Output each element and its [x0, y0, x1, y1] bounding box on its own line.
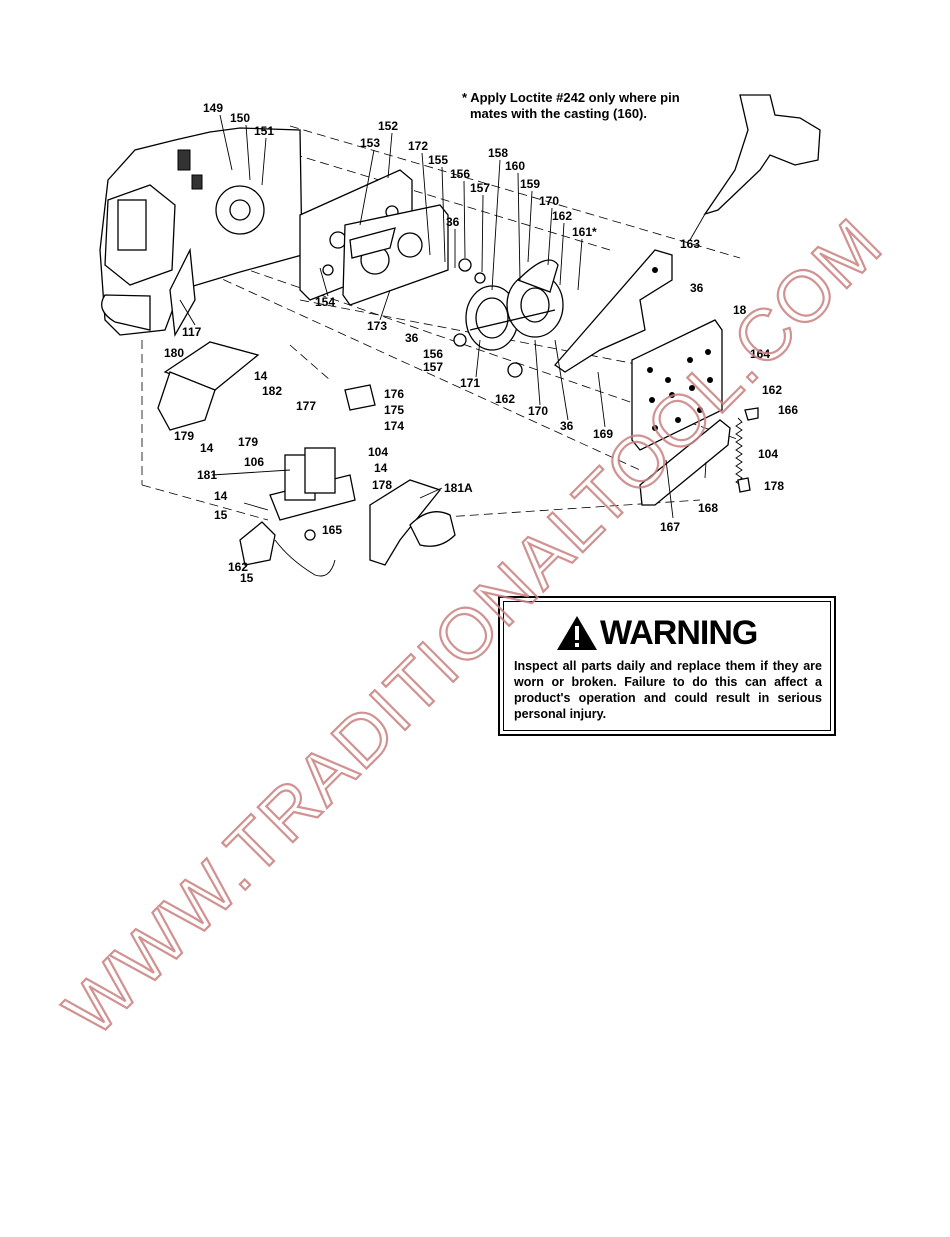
- callout-152: 152: [378, 119, 398, 133]
- callout-161: 161*: [572, 225, 597, 239]
- callout-36c: 36: [405, 331, 419, 345]
- callout-106: 14: [374, 461, 388, 475]
- callout-149: 149: [203, 101, 223, 115]
- callout-36b: 36: [690, 281, 704, 295]
- callout-173: 173: [367, 319, 387, 333]
- callout-168: 167: [660, 520, 680, 534]
- callout-158: 158: [488, 146, 508, 160]
- callout-169: 169: [593, 427, 613, 441]
- callout-162b: 162: [495, 392, 515, 406]
- callout-171: 171: [460, 376, 480, 390]
- loctite-note-line2: mates with the casting (160).: [470, 106, 647, 121]
- callout-15: 15: [240, 571, 254, 585]
- cover-180: [157, 341, 260, 431]
- bracket-163: [554, 249, 673, 373]
- loctite-note: * Apply Loctite #242 only where pin mate…: [462, 90, 722, 122]
- gearbox-housing: [99, 127, 303, 338]
- callout-159: 159: [520, 177, 540, 191]
- callout-150: 150: [230, 111, 250, 125]
- callout-178a: 181: [197, 468, 217, 482]
- callout-166: 166: [778, 403, 798, 417]
- clutch-assembly: [453, 258, 564, 378]
- callout-155: 155: [428, 153, 448, 167]
- callout-181: 14: [214, 489, 228, 503]
- callout-178b: 181A: [444, 481, 473, 495]
- bracket-181: [239, 521, 336, 577]
- casting-top-right: [703, 94, 821, 216]
- warning-inner-border: [503, 601, 831, 731]
- warning-triangle-icon: [557, 616, 597, 650]
- warning-title: WARNING: [600, 614, 758, 652]
- callout-104b: 165: [322, 523, 342, 537]
- callout-14b: 179: [174, 429, 194, 443]
- callout-175: 175: [384, 403, 404, 417]
- callout-36d: 36: [560, 419, 574, 433]
- loctite-note-line1: * Apply Loctite #242 only where pin: [462, 90, 680, 105]
- callout-153: 153: [360, 136, 380, 150]
- callout-151: 151: [254, 124, 274, 138]
- callout-156: 156: [450, 167, 470, 181]
- callout-179a: 14: [200, 441, 214, 455]
- part-callouts: 149 150 151 152 153 172 155 158 160 156 …: [164, 101, 798, 585]
- callout-167: 178: [764, 479, 784, 493]
- callout-162d: 168: [698, 501, 718, 515]
- callout-170b: 170: [528, 404, 548, 418]
- callout-156b: 156: [423, 347, 443, 361]
- callout-174: 174: [384, 419, 404, 433]
- callout-36a: 36: [446, 215, 460, 229]
- callout-18: 18: [733, 303, 747, 317]
- callout-14c: 106: [244, 455, 264, 469]
- callout-182: 182: [262, 384, 282, 398]
- warning-header: WARNING: [556, 612, 758, 654]
- callout-14e: 162: [228, 560, 248, 574]
- warning-body: Inspect all parts daily and replace them…: [514, 659, 822, 721]
- solenoid-assembly: [269, 384, 376, 541]
- callout-165: 104: [758, 447, 778, 461]
- plate-172: [342, 204, 449, 306]
- callout-162: 162: [552, 209, 572, 223]
- callout-177: 177: [296, 399, 316, 413]
- callout-179b: 179: [238, 435, 258, 449]
- callout-180: 180: [164, 346, 184, 360]
- callout-14d: 178: [372, 478, 392, 492]
- elbow-178: [369, 479, 456, 566]
- callout-157: 157: [470, 181, 490, 195]
- callout-176: 176: [384, 387, 404, 401]
- callout-104a: 104: [368, 445, 388, 459]
- callout-162c: 162: [762, 383, 782, 397]
- callout-172: 172: [408, 139, 428, 153]
- callout-164: 164: [750, 347, 770, 361]
- bracket-168: [639, 419, 731, 506]
- callout-leaders: [179, 114, 707, 519]
- plate-164: [631, 319, 723, 451]
- callout-154: 154: [315, 295, 335, 309]
- callout-163: 163: [680, 237, 700, 251]
- callout-170: 170: [539, 194, 559, 208]
- warning-box: WARNING Inspect all parts daily and repl…: [498, 596, 836, 736]
- callout-157b: 157: [423, 360, 443, 374]
- callout-14a: 14: [254, 369, 268, 383]
- callout-160: 160: [505, 159, 525, 173]
- callout-181a: 15: [214, 508, 228, 522]
- spring-165: [735, 407, 759, 493]
- callout-117: 117: [182, 325, 202, 339]
